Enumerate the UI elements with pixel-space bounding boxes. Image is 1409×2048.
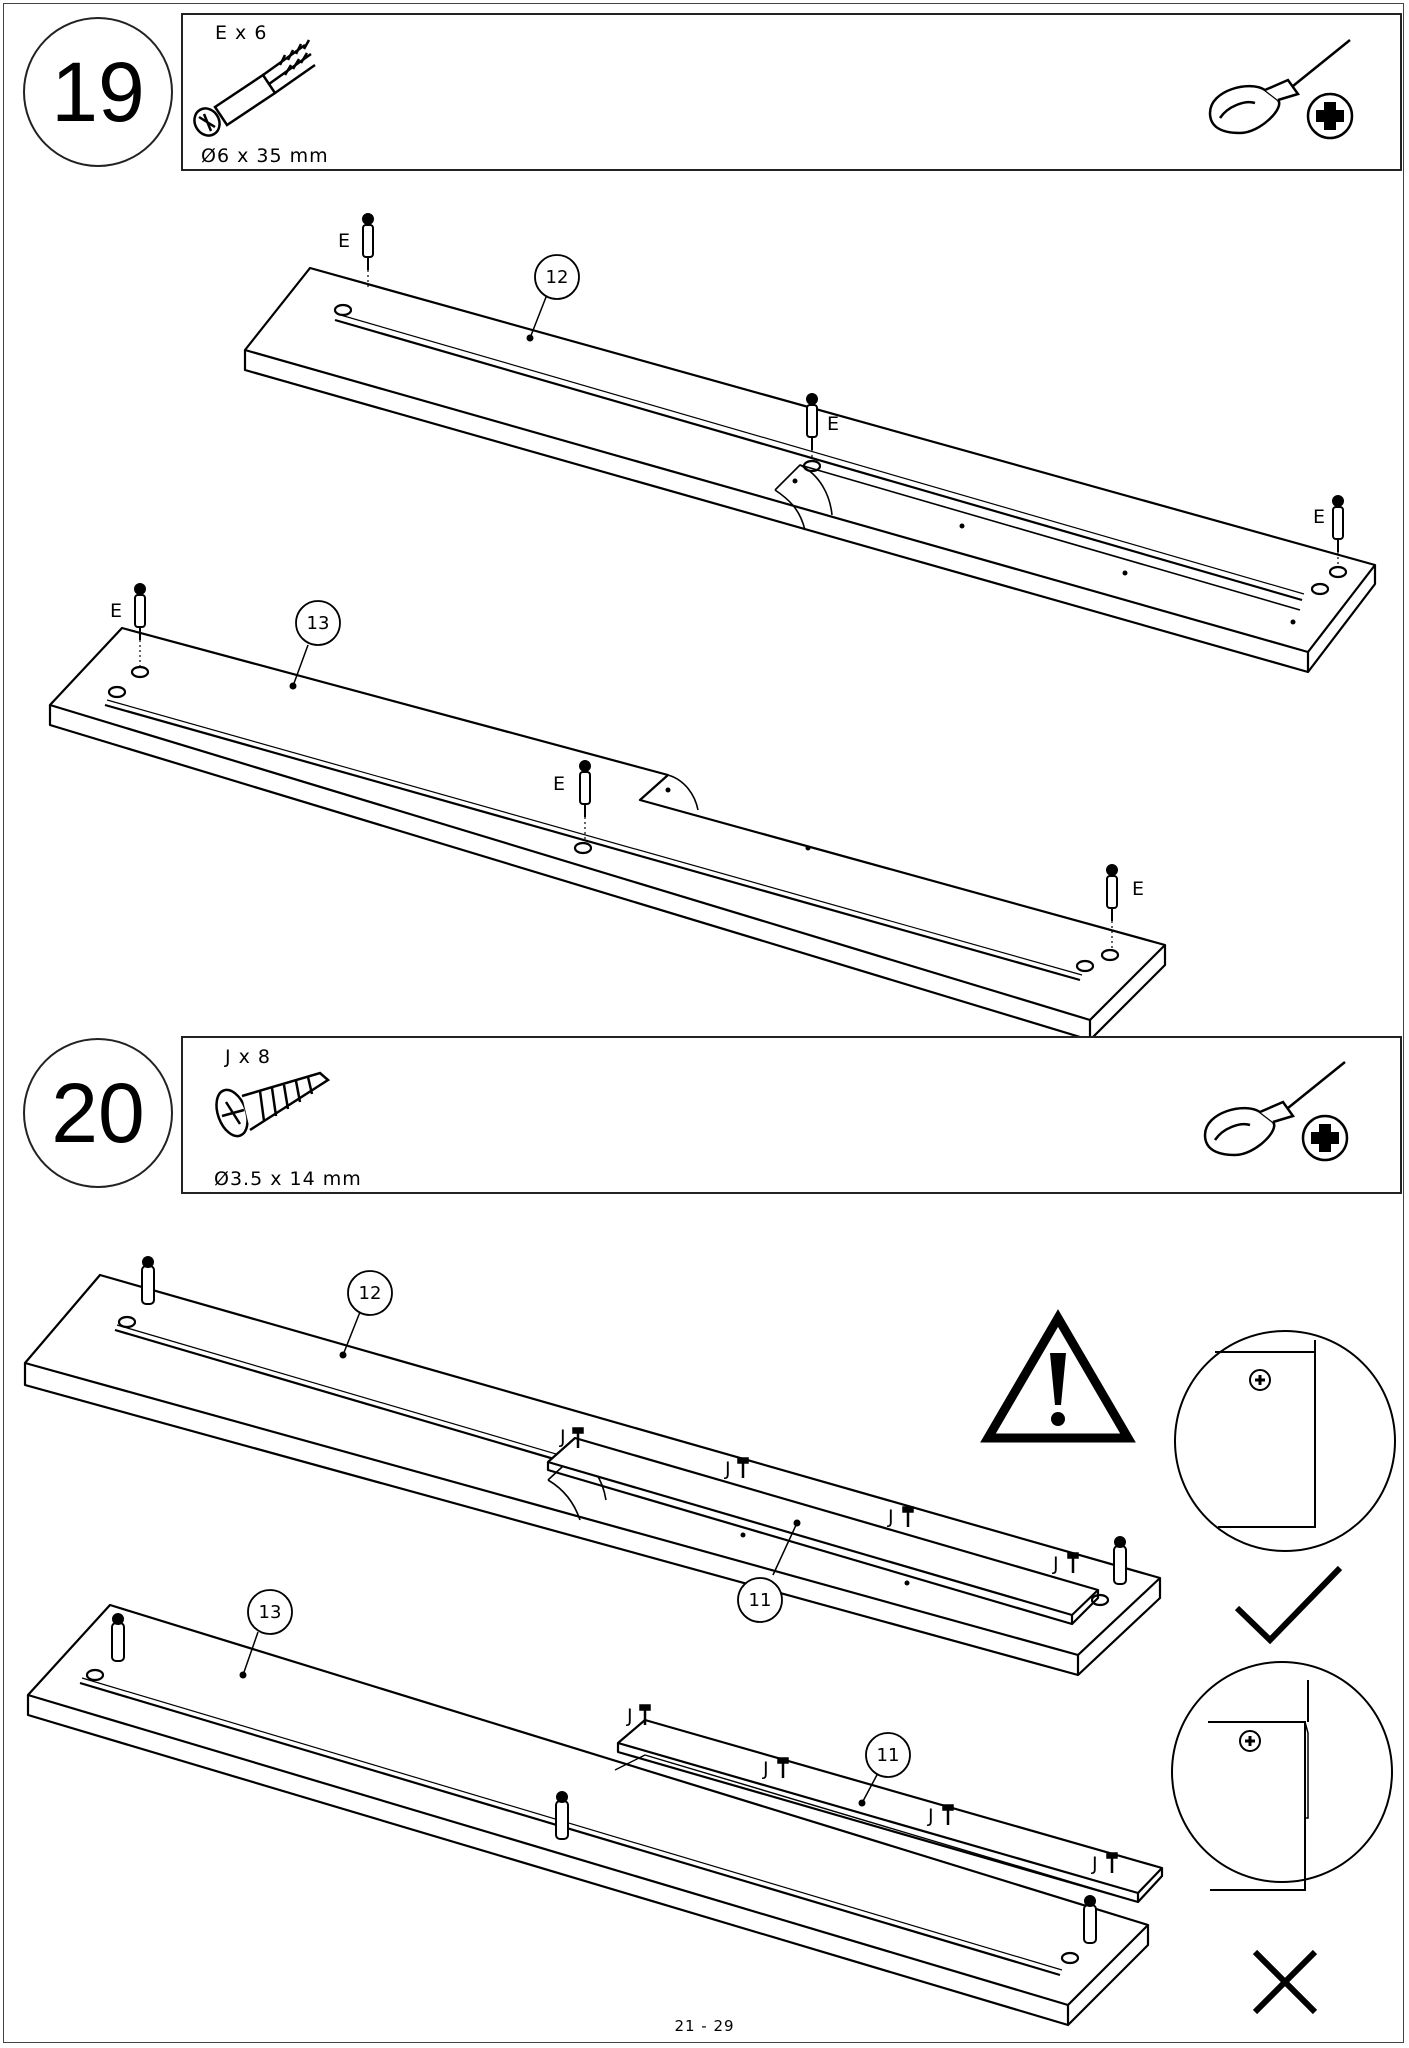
connector-label: E xyxy=(110,600,122,622)
screw-label: J xyxy=(887,1506,894,1528)
part-callout-13: 13 xyxy=(307,613,330,634)
page-number: 21 - 29 xyxy=(674,2017,735,2035)
screw-label: J xyxy=(762,1758,769,1780)
warning-triangle-icon xyxy=(980,1309,1136,1443)
panel-13 xyxy=(48,626,1167,1040)
step-20-hardware-box xyxy=(181,1036,1402,1194)
checkmark-icon xyxy=(1234,1565,1343,1645)
step-number-20: 20 xyxy=(23,1038,173,1188)
step-19-quantity: E x 6 xyxy=(215,22,268,44)
step-19-size: Ø6 x 35 mm xyxy=(201,145,329,167)
part-callout-11: 11 xyxy=(749,1590,772,1611)
step-20-quantity: J x 8 xyxy=(225,1046,272,1068)
incorrect-detail-circle xyxy=(1171,1661,1393,1891)
screw-label: J xyxy=(1052,1553,1059,1575)
cam-bolt-icon xyxy=(193,39,316,137)
connector-label: E xyxy=(827,413,839,435)
part-callout-13: 13 xyxy=(259,1602,282,1623)
step-19-drawing: E E E E E E 12 13 xyxy=(48,213,1377,1040)
step-number-19: 19 xyxy=(23,17,173,167)
part-callout-11: 11 xyxy=(877,1745,900,1766)
panel-11-upper xyxy=(546,1436,1100,1626)
step-20-size: Ø3.5 x 14 mm xyxy=(214,1168,362,1190)
screw-label: J xyxy=(626,1705,633,1727)
part-callout-12: 12 xyxy=(546,267,569,288)
panel-11-lower xyxy=(614,1718,1164,1904)
screw-label: J xyxy=(559,1426,566,1448)
part-callout-12: 12 xyxy=(359,1283,382,1304)
cross-icon xyxy=(1252,1949,1318,2015)
wood-screw-icon xyxy=(215,1071,331,1138)
page-frame xyxy=(3,3,1404,2043)
screw-label: J xyxy=(1091,1853,1098,1875)
connector-label: E xyxy=(1313,506,1325,528)
panel-13 xyxy=(26,1603,1150,2027)
phillips-screwdriver-icon xyxy=(1208,39,1354,140)
panel-12 xyxy=(243,266,1377,674)
screw-label: J xyxy=(927,1805,934,1827)
connector-label: E xyxy=(1132,878,1144,900)
step-19-hardware-box xyxy=(181,13,1402,171)
phillips-screwdriver-icon xyxy=(1203,1061,1349,1162)
connector-label: E xyxy=(338,230,350,252)
screw-label: J xyxy=(724,1458,731,1480)
cam-bolts-e xyxy=(134,213,1344,921)
connector-label: E xyxy=(553,773,565,795)
correct-detail-circle xyxy=(1174,1330,1396,1552)
